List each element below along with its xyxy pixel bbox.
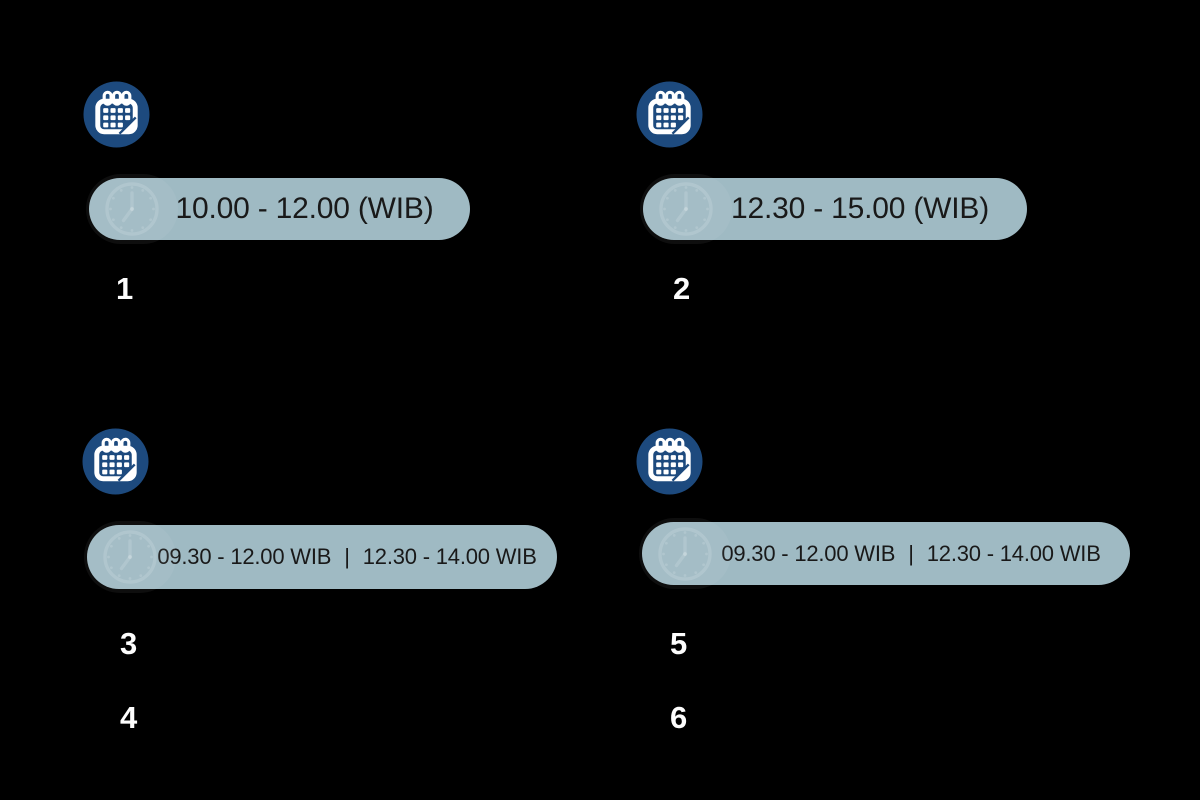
time-pill-session-1: 10.00 - 12.00 (WIB) xyxy=(86,174,470,244)
time-separator: | xyxy=(908,540,914,566)
time-range: 10.00 - 12.00 (WIB) xyxy=(175,192,434,225)
time-pill-session-4: 09.30 - 12.00 WIB | 12.30 - 14.00 WIB xyxy=(639,518,1130,589)
clock-icon xyxy=(640,174,732,244)
time-range: 09.30 - 12.00 WIB xyxy=(721,540,896,566)
session-number-1: 1 xyxy=(116,271,134,306)
time-range: 12.30 - 14.00 WIB xyxy=(926,540,1101,566)
time-pill-session-2: 12.30 - 15.00 (WIB) xyxy=(640,174,1027,244)
calendar-icon xyxy=(82,428,149,495)
time-range: 12.30 - 15.00 (WIB) xyxy=(731,192,989,225)
time-range: 09.30 - 12.00 WIB xyxy=(157,544,332,569)
calendar-icon xyxy=(83,81,150,148)
session-number-6: 6 xyxy=(670,700,688,735)
session-number-4: 4 xyxy=(120,700,138,735)
clock-icon xyxy=(86,174,178,244)
calendar-icon xyxy=(636,81,703,148)
clock-icon xyxy=(639,518,731,589)
time-pill-session-3: 09.30 - 12.00 WIB | 12.30 - 14.00 WIB xyxy=(84,521,557,593)
time-range: 12.30 - 14.00 WIB xyxy=(362,544,537,569)
session-number-2: 2 xyxy=(673,271,691,306)
session-number-3: 3 xyxy=(120,626,138,661)
time-separator: | xyxy=(344,544,350,569)
calendar-icon xyxy=(636,428,703,495)
session-number-5: 5 xyxy=(670,626,688,661)
